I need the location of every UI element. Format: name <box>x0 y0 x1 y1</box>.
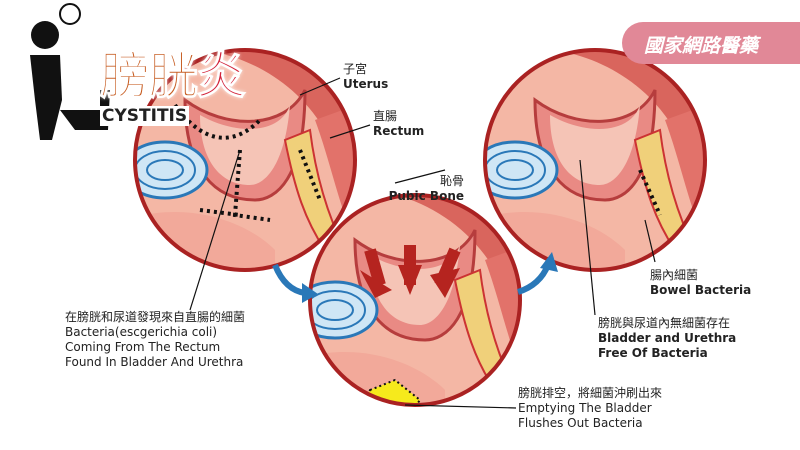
free-en1: Bladder and Urethra <box>598 331 737 345</box>
bacteria-found-en1: Bacteria(escgerichia coli) <box>65 325 218 339</box>
uterus-zh: 子宮 <box>343 62 368 76</box>
bacteria-found-en2: Coming From The Rectum <box>65 340 221 354</box>
circle-clean <box>483 48 707 272</box>
uterus-en: Uterus <box>343 77 389 91</box>
page-title: 膀胱炎 <box>100 36 247 108</box>
bowel-bacteria-zh: 腸內細菌 <box>650 268 699 282</box>
free-en2: Free Of Bacteria <box>598 346 708 360</box>
pubic-bone-zh: 恥骨 <box>439 174 464 188</box>
circle-emptying <box>308 193 522 407</box>
emptying-en2: Flushes Out Bacteria <box>518 416 643 430</box>
leader-lines <box>189 77 656 409</box>
title-bladder: 膀胱 <box>100 47 199 106</box>
free-zh: 膀胱與尿道內無細菌存在 <box>598 316 731 330</box>
pubic-bone-en: Pubic Bone <box>388 189 464 203</box>
flow-arrow-2 <box>517 252 558 295</box>
circle-infected <box>133 48 357 272</box>
emptying-en1: Emptying The Bladder <box>518 401 652 415</box>
bowel-bacteria-en: Bowel Bacteria <box>650 283 752 297</box>
rectum-en: Rectum <box>373 124 425 138</box>
subtitle: CYSTITIS <box>100 106 190 126</box>
rectum-zh: 直腸 <box>373 109 398 123</box>
emptying-zh: 膀胱排空，將細菌沖刷出來 <box>518 386 663 400</box>
bacteria-found-en3: Found In Bladder And Urethra <box>65 355 244 369</box>
person-at-toilet-icon <box>30 3 110 140</box>
brand-badge[interactable]: 國家網路醫藥 <box>622 22 800 64</box>
flow-arrow-1 <box>272 263 318 303</box>
title-inflammation: 炎 <box>196 47 247 106</box>
bacteria-found-zh: 在膀胱和尿道發現來自直腸的細菌 <box>65 310 246 324</box>
